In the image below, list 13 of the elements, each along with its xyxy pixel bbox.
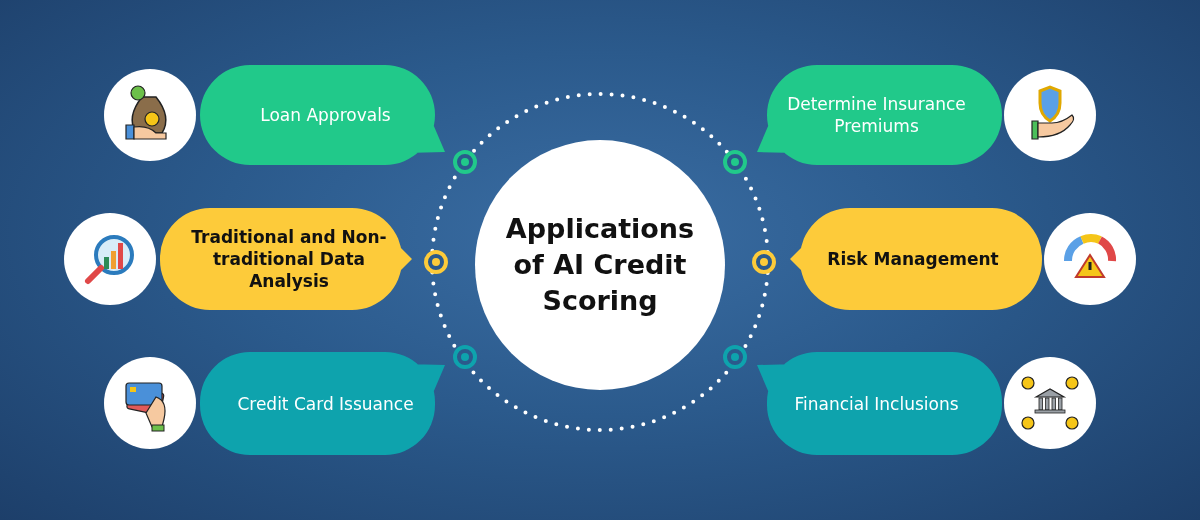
bubble-label: Financial Inclusions — [794, 392, 959, 415]
speech-bubble — [757, 65, 1002, 165]
speech-bubble — [200, 352, 445, 455]
bubble-label: Loan Approvals — [260, 104, 391, 126]
bubble-label: Determine Insurance Premiums — [786, 93, 967, 137]
speech-bubble — [757, 352, 1002, 455]
bubble-label: Credit Card Issuance — [237, 392, 414, 415]
speech-bubble — [790, 208, 1042, 310]
bubble-label: Traditional and Non-traditional Data Analysis — [190, 226, 388, 292]
center-title: Applications of AI Credit Scoring — [504, 212, 696, 318]
speech-bubble — [160, 208, 412, 310]
bubble-label: Risk Management — [827, 248, 999, 270]
speech-bubble — [200, 65, 445, 165]
